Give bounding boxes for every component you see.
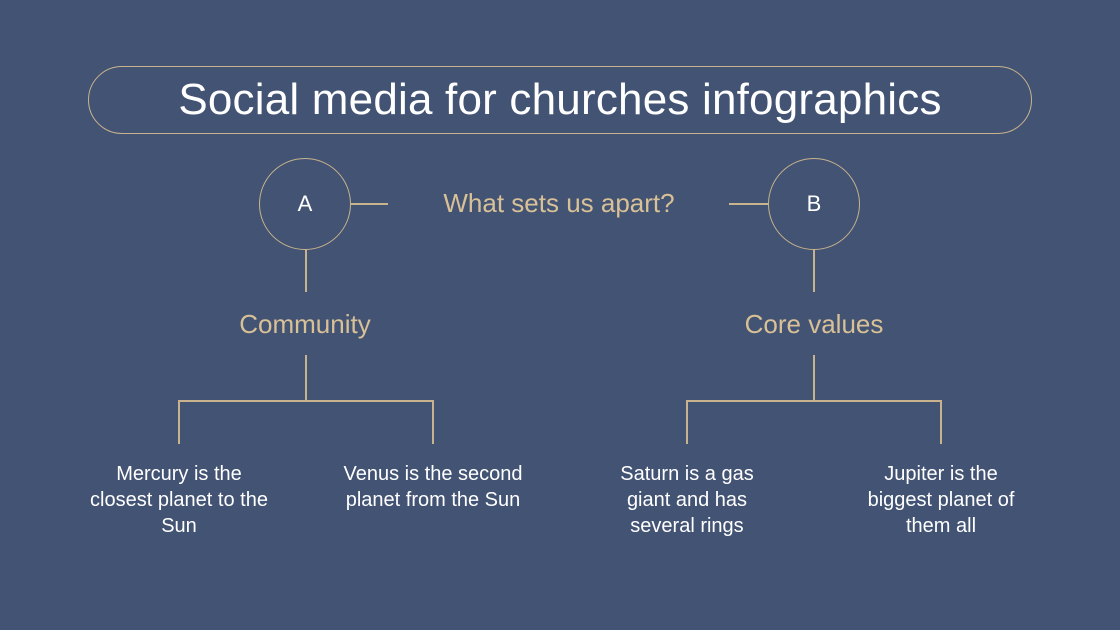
page-title: Social media for churches infographics (178, 75, 942, 124)
connector-b-horizontal (729, 203, 769, 205)
connector-a-bar (178, 400, 433, 402)
connector-a-right-drop (432, 400, 434, 444)
connector-b-left-drop (686, 400, 688, 444)
leaf-saturn: Saturn is a gas giant and has several ri… (620, 463, 754, 537)
branch-b-circle: B (768, 158, 860, 250)
center-question: What sets us apart? (443, 188, 675, 218)
branch-b-letter: B (806, 191, 822, 216)
branch-a-circle: A (259, 158, 351, 250)
connector-b-vertical (813, 250, 815, 292)
connector-a-stem (305, 355, 307, 400)
leaf-venus: Venus is the second planet from the Sun (343, 463, 523, 511)
connector-a-vertical (305, 250, 307, 292)
title-banner: Social media for churches infographics (88, 66, 1032, 134)
connector-a-horizontal (351, 203, 388, 205)
leaf-jupiter: Jupiter is the biggest planet of them al… (867, 463, 1015, 537)
connector-b-bar (686, 400, 941, 402)
connector-a-left-drop (178, 400, 180, 444)
leaf-mercury: Mercury is the closest planet to the Sun (90, 463, 268, 537)
branch-b-label: Core values (744, 309, 884, 339)
branch-a-label: Community (239, 309, 371, 339)
branch-a-letter: A (297, 191, 313, 216)
connector-b-right-drop (940, 400, 942, 444)
connector-b-stem (813, 355, 815, 400)
